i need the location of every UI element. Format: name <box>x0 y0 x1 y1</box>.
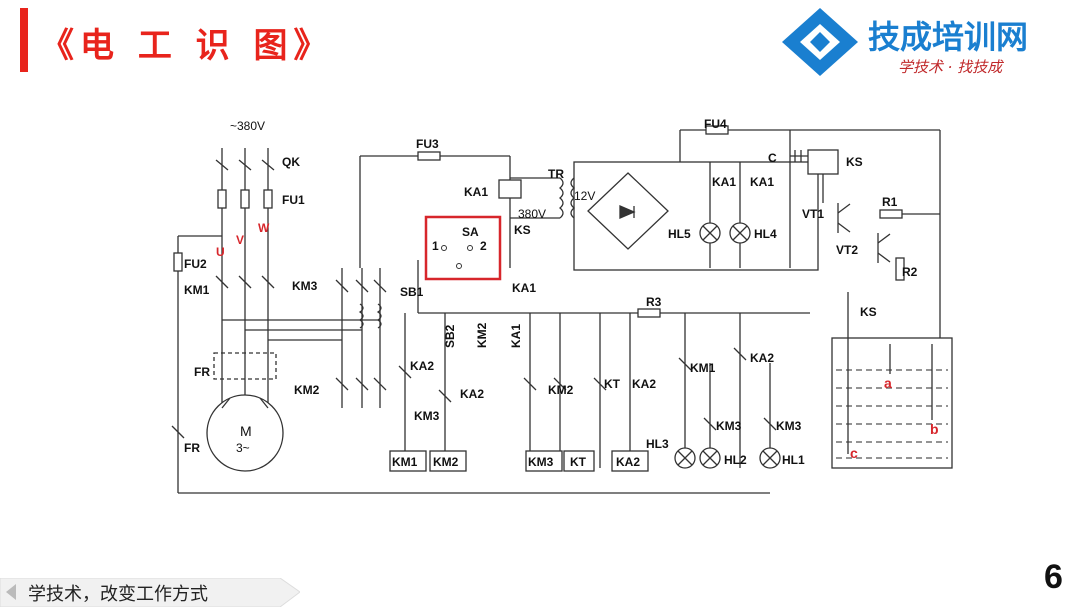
label-r2: R2 <box>902 265 918 279</box>
label-380v: 380V <box>518 207 546 221</box>
label-fu3: FU3 <box>416 137 439 151</box>
label-fu1: FU1 <box>282 193 305 207</box>
coil-km2: KM2 <box>433 455 459 469</box>
brand-logo: 技成培训网 学技术 · 找技成 <box>780 6 1070 78</box>
label-km3-b: KM3 <box>716 419 742 433</box>
footer-banner <box>0 577 301 608</box>
label-ka1-contact: KA1 <box>512 281 536 295</box>
label-hl5: HL5 <box>668 227 691 241</box>
label-ka1-c: KA1 <box>750 175 774 189</box>
logo-name: 技成培训网 <box>868 18 1029 56</box>
label-fu2: FU2 <box>184 257 207 271</box>
label-km3-c: KM3 <box>776 419 802 433</box>
label-tr: TR <box>548 167 564 181</box>
label-sa-1: 1 <box>432 239 439 253</box>
phase-v: V <box>236 233 244 247</box>
label-vt2: VT2 <box>836 243 858 257</box>
label-12v: 12V <box>574 189 595 203</box>
footer-text: 学技术，改变工作方式 <box>28 584 208 605</box>
label-sb2: SB2 <box>443 324 457 348</box>
label-ka2-c: KA2 <box>632 377 656 391</box>
label-ks-top: KS <box>514 223 531 237</box>
sa-highlight-box <box>424 215 502 281</box>
label-km2: KM2 <box>294 383 320 397</box>
coil-ka2: KA2 <box>616 455 640 469</box>
coil-km3: KM3 <box>528 455 554 469</box>
label-ks-contact: KS <box>860 305 877 319</box>
label-r1: R1 <box>882 195 898 209</box>
label-r3: R3 <box>646 295 662 309</box>
logo-slogan: 学技术 · 找技成 <box>898 58 1003 76</box>
footer: 学技术，改变工作方式 <box>0 577 301 608</box>
label-c: C <box>768 151 777 165</box>
label-vt1: VT1 <box>802 207 824 221</box>
label-ka2-d: KA2 <box>750 351 774 365</box>
label-fu4: FU4 <box>704 117 727 131</box>
label-sa: SA <box>462 225 479 239</box>
label-ks-relay: KS <box>846 155 863 169</box>
probe-a: a <box>884 375 892 391</box>
title-accent-bar <box>20 8 28 72</box>
logo-diamond-icon <box>782 8 858 76</box>
page-title: 《电 工 识 图》 <box>40 26 334 66</box>
label-sb1: SB1 <box>400 285 424 299</box>
page-number: 6 <box>1044 558 1063 596</box>
supply-label: ~380V <box>230 119 265 133</box>
label-km1: KM1 <box>184 283 210 297</box>
coil-kt: KT <box>570 455 587 469</box>
circuit-diagram: ~380V QK FU1 U V W FU2 KM1 KM3 FR KM2 FR… <box>171 117 953 494</box>
phase-u: U <box>216 245 225 259</box>
label-fr-contact: FR <box>184 441 200 455</box>
label-km3-contact: KM3 <box>414 409 440 423</box>
coil-km1: KM1 <box>392 455 418 469</box>
label-fr: FR <box>194 365 210 379</box>
probe-c: c <box>850 445 858 461</box>
label-hl3: HL3 <box>646 437 669 451</box>
label-ka1-v: KA1 <box>509 324 523 348</box>
label-km2-v: KM2 <box>475 322 489 348</box>
motor-m: M <box>240 423 252 439</box>
label-hl4: HL4 <box>754 227 777 241</box>
label-km2-contact: KM2 <box>548 383 574 397</box>
label-kt: KT <box>604 377 621 391</box>
label-hl1: HL1 <box>782 453 805 467</box>
motor-3: 3~ <box>236 441 250 455</box>
phase-w: W <box>258 221 270 235</box>
label-ka1-b: KA1 <box>712 175 736 189</box>
label-ka1-coil: KA1 <box>464 185 488 199</box>
label-hl2: HL2 <box>724 453 747 467</box>
label-qk: QK <box>282 155 300 169</box>
probe-b: b <box>930 421 939 437</box>
label-km1-contact: KM1 <box>690 361 716 375</box>
label-ka2-a: KA2 <box>410 359 434 373</box>
label-km3: KM3 <box>292 279 318 293</box>
label-ka2-b: KA2 <box>460 387 484 401</box>
label-sa-2: 2 <box>480 239 487 253</box>
